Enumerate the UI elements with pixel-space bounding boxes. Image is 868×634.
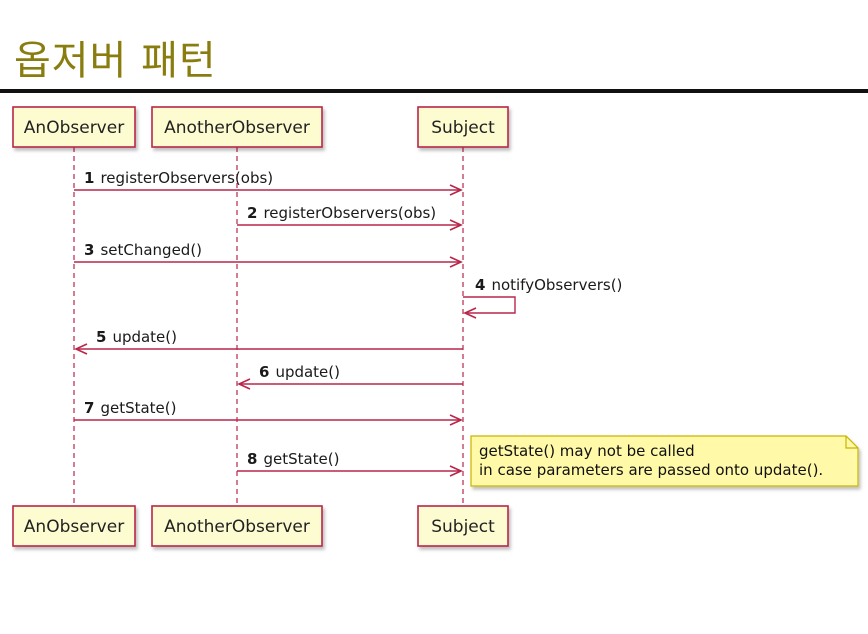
participant-box-subject-top: Subject: [417, 106, 509, 148]
arrow-head-icon: [449, 414, 463, 426]
arrow-head-icon: [237, 378, 251, 390]
participant-box-anotherobserver-bottom: AnotherObserver: [151, 505, 323, 547]
participant-box-anobserver-bottom: AnObserver: [12, 505, 136, 547]
page-title: 옵저버 패턴: [14, 38, 217, 84]
arrow-head-icon: [449, 184, 463, 196]
participant-label: AnObserver: [24, 118, 124, 138]
participant-label: AnObserver: [24, 517, 124, 537]
participant-label: Subject: [431, 118, 495, 138]
participant-box-anotherobserver-top: AnotherObserver: [151, 106, 323, 148]
arrow-head-icon: [449, 219, 463, 231]
note-fold-icon: [845, 436, 858, 449]
arrow-head-icon: [463, 307, 477, 319]
note-line: getState() may not be called: [479, 442, 695, 460]
participant-label: AnotherObserver: [164, 118, 310, 138]
participant-box-anobserver-top: AnObserver: [12, 106, 136, 148]
participant-box-subject-bottom: Subject: [417, 505, 509, 547]
note-line: in case parameters are passed onto updat…: [479, 461, 823, 479]
arrow-head-icon: [449, 256, 463, 268]
arrow-head-icon: [449, 465, 463, 477]
participant-label: Subject: [431, 517, 495, 537]
participant-label: AnotherObserver: [164, 517, 310, 537]
title-divider: [0, 89, 868, 93]
message-line: [463, 296, 516, 314]
arrow-head-icon: [74, 343, 88, 355]
